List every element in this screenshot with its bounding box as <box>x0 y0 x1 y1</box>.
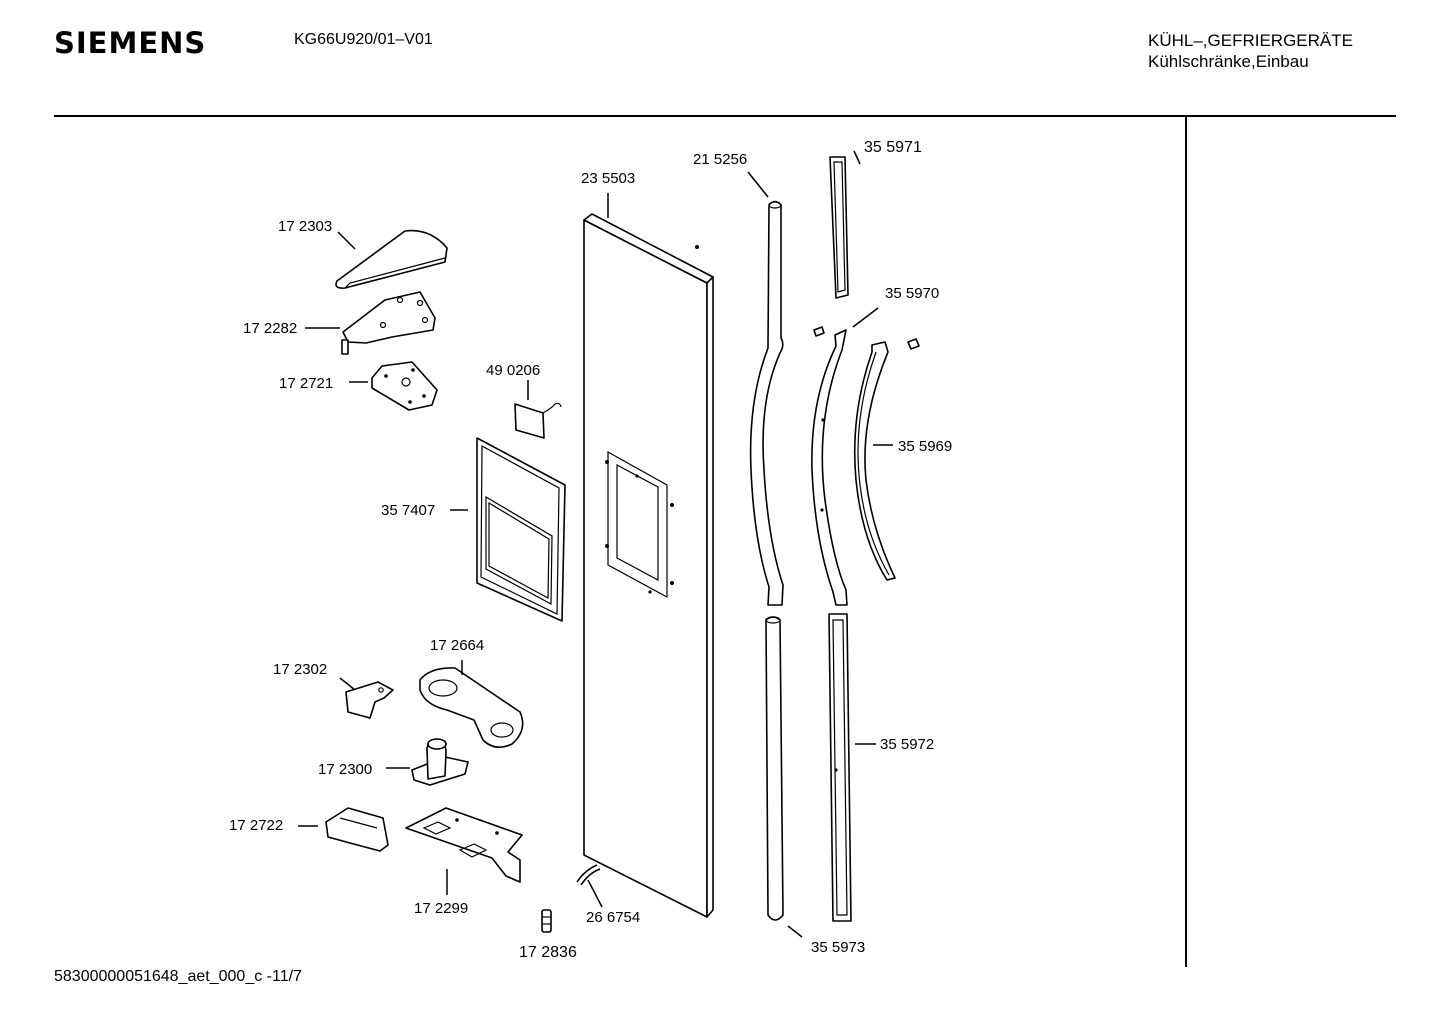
label-266754: 26 6754 <box>586 909 640 926</box>
brand-logo: SIEMENS <box>54 26 207 60</box>
label-172299: 17 2299 <box>414 900 468 917</box>
label-172664: 17 2664 <box>430 637 484 654</box>
handle-trim-insert[interactable] <box>853 341 896 581</box>
label-172721: 17 2721 <box>279 375 333 392</box>
dispenser-frame[interactable] <box>476 437 566 622</box>
label-172282: 17 2282 <box>243 320 297 337</box>
label-235503: 23 5503 <box>581 170 635 187</box>
label-172302: 17 2302 <box>273 661 327 678</box>
handle-tube-upper[interactable] <box>749 200 784 606</box>
lower-hinge-cover[interactable] <box>419 667 524 748</box>
model-number: KG66U920/01–V01 <box>294 31 433 48</box>
label-172836: 17 2836 <box>519 944 577 961</box>
header-divider <box>54 115 1396 117</box>
vertical-divider <box>1185 117 1187 967</box>
trim-strip-top[interactable] <box>829 156 849 299</box>
label-172722: 17 2722 <box>229 817 283 834</box>
label-172300: 17 2300 <box>318 761 372 778</box>
category-subtitle: Kühlschränke,Einbau <box>1148 52 1309 71</box>
label-355969: 35 5969 <box>898 438 952 455</box>
label-490206: 49 0206 <box>486 362 540 379</box>
hinge-cover-top[interactable] <box>335 229 448 289</box>
small-flap[interactable] <box>514 402 562 439</box>
tube-fitting[interactable] <box>541 909 552 933</box>
hinge-top[interactable] <box>341 291 436 355</box>
label-355973: 35 5973 <box>811 939 865 956</box>
screw-right[interactable] <box>907 338 920 350</box>
door-panel[interactable] <box>583 213 714 918</box>
label-215256: 21 5256 <box>693 151 747 168</box>
category-title: KÜHL–,GEFRIERGERÄTE <box>1148 31 1353 50</box>
water-tube[interactable] <box>576 864 601 886</box>
label-355972: 35 5972 <box>880 736 934 753</box>
document-code: 58300000051648_aet_000_c -11/7 <box>54 968 302 985</box>
lower-bracket[interactable] <box>325 807 389 852</box>
handle-bracket[interactable] <box>811 329 848 606</box>
hinge-pin[interactable] <box>411 738 469 786</box>
handle-tube-lower[interactable] <box>765 616 784 921</box>
label-172303: 17 2303 <box>278 218 332 235</box>
small-bracket[interactable] <box>345 681 394 719</box>
label-355971: 35 5971 <box>864 139 922 156</box>
label-357407: 35 7407 <box>381 502 435 519</box>
label-355970: 35 5970 <box>885 285 939 302</box>
hinge-plate[interactable] <box>371 361 438 411</box>
screw-left[interactable] <box>813 326 825 337</box>
bottom-hinge-plate[interactable] <box>405 807 523 883</box>
trim-strip-lower[interactable] <box>828 613 852 922</box>
